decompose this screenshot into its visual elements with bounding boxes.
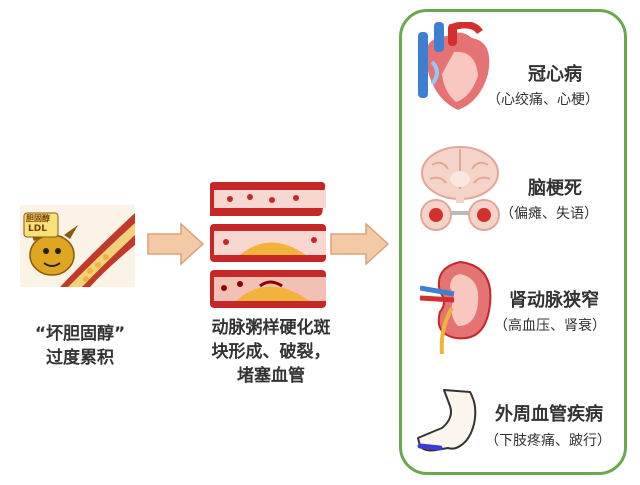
cholesterol-illustration: 胆固醇 LDL <box>20 205 135 287</box>
arrow-1-icon <box>147 222 205 270</box>
stage-2-line-3: 堵塞血管 <box>237 366 305 386</box>
disease-name-4: 外周血管疾病 <box>495 404 603 425</box>
cholesterol-badge-top: 胆固醇 <box>26 214 50 223</box>
stage-1-line-1: “坏胆固醇” <box>34 324 126 344</box>
disease-name-3: 肾动脉狭窄 <box>509 290 599 311</box>
heart-icon <box>414 21 496 116</box>
stage-2-line-1: 动脉粥样硬化斑 <box>211 318 331 338</box>
leg-icon <box>414 388 494 464</box>
stage-2-label: 动脉粥样硬化斑 块形成、破裂， 堵塞血管 <box>196 316 346 388</box>
disease-detail-3: （高血压、肾衰） <box>494 318 606 334</box>
artery-plaque-illustration <box>206 178 326 310</box>
stage-2-line-2: 块形成、破裂， <box>211 342 331 362</box>
brain-icon <box>418 145 502 237</box>
disease-name-2: 脑梗死 <box>528 178 582 199</box>
disease-detail-1: （心绞痛、心梗） <box>487 92 599 108</box>
stage-1-line-2: 过度累积 <box>46 348 114 368</box>
kidney-icon <box>419 258 496 358</box>
disease-detail-2: （偏瘫、失语） <box>500 206 598 222</box>
arrow-2-icon <box>330 222 390 270</box>
disease-detail-4: （下肢疼痛、跛行） <box>485 433 611 449</box>
stage-1-label: “坏胆固醇” 过度累积 <box>10 322 150 370</box>
disease-name-1: 冠心病 <box>528 64 582 85</box>
ldl-badge: LDL <box>28 224 47 234</box>
